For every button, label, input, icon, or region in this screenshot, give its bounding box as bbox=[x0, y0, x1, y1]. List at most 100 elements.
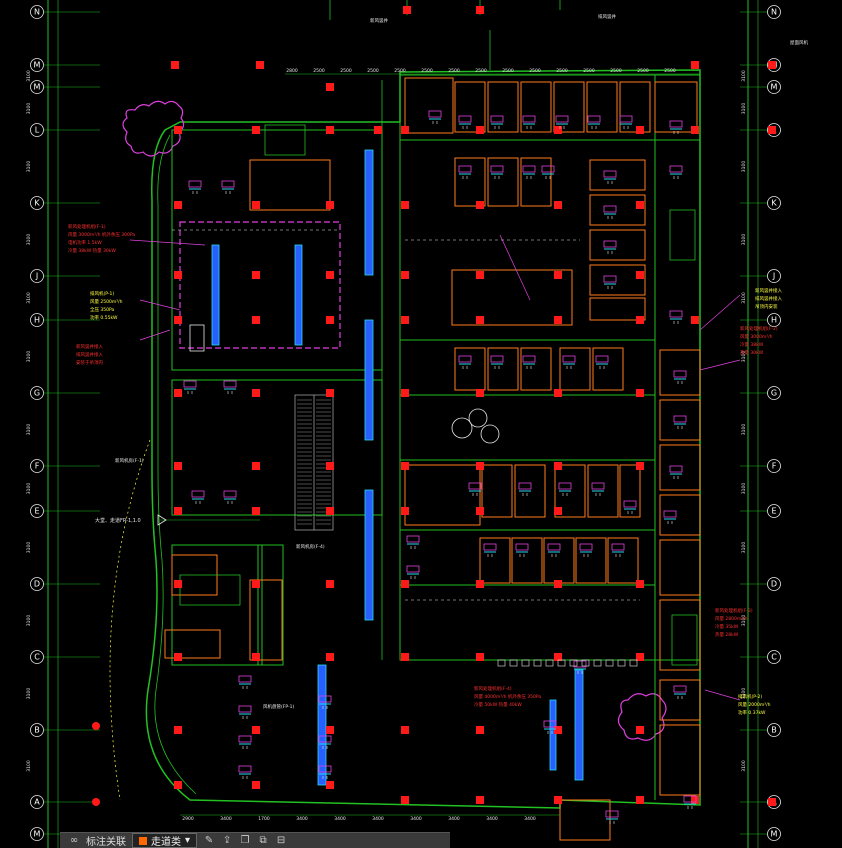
column bbox=[326, 580, 334, 588]
fcu-body bbox=[406, 565, 420, 573]
column-round bbox=[92, 722, 100, 730]
fcu-body bbox=[428, 110, 442, 118]
row-bubble-label: D bbox=[771, 580, 777, 589]
right-dim-label: 3100 bbox=[741, 615, 747, 627]
column bbox=[636, 796, 644, 804]
svg-text:冷量 50kW 热量 40kW: 冷量 50kW 热量 40kW bbox=[474, 701, 522, 708]
column bbox=[326, 201, 334, 209]
column bbox=[326, 726, 334, 734]
layer-name: 走道类 bbox=[151, 837, 181, 848]
column bbox=[174, 726, 182, 734]
bottom-dim-label: 3400 bbox=[296, 816, 308, 822]
fan-coil-unit bbox=[406, 535, 420, 549]
fan-coil-unit bbox=[669, 120, 683, 134]
column bbox=[691, 796, 699, 804]
fan-coil-unit bbox=[547, 543, 561, 557]
column bbox=[476, 389, 484, 397]
column bbox=[401, 462, 409, 470]
layers-icon[interactable]: ❐ bbox=[240, 835, 250, 846]
top-dim-label: 2500 bbox=[313, 68, 325, 74]
fan-coil-unit bbox=[515, 543, 529, 557]
column bbox=[636, 653, 644, 661]
diffuser bbox=[629, 659, 638, 667]
fan-coil-unit bbox=[543, 720, 557, 734]
right-dim-label: 3100 bbox=[741, 688, 747, 700]
diffuser bbox=[557, 659, 566, 667]
top-dim-label: 2500 bbox=[610, 68, 622, 74]
fan-coil-unit bbox=[238, 675, 252, 689]
toolbar-item-annotation[interactable]: 标注关联 bbox=[86, 837, 126, 848]
svg-text:新风处理机组(F-4): 新风处理机组(F-4) bbox=[474, 685, 512, 692]
layer-dropdown[interactable]: 走道类 ▾ bbox=[132, 833, 198, 848]
fcu-body bbox=[603, 275, 617, 283]
entrance-arrow bbox=[157, 514, 167, 526]
fcu-body bbox=[318, 765, 332, 773]
column bbox=[252, 201, 260, 209]
note-right-red-2: 新风处理机组(F-3) 风量 2800m³/h 冷量 35kW 热量 28kW bbox=[715, 607, 753, 638]
fcu-body bbox=[595, 355, 609, 363]
column bbox=[326, 389, 334, 397]
top-dim-label: 2500 bbox=[583, 68, 595, 74]
glasses-icon[interactable]: ∞ bbox=[69, 835, 79, 846]
fcu-body bbox=[483, 543, 497, 551]
right-dim-label: 3100 bbox=[741, 70, 747, 82]
layer-toolbar[interactable]: ∞ 标注关联 走道类 ▾ ✎ ⇪ ❐ ⧉ ⊟ bbox=[60, 832, 450, 848]
left-dim-label: 3100 bbox=[26, 103, 32, 115]
fcu-body bbox=[611, 543, 625, 551]
right-dim-label: 3100 bbox=[741, 483, 747, 495]
top-dim-label: 2500 bbox=[340, 68, 352, 74]
pencil-icon[interactable]: ✎ bbox=[204, 835, 214, 846]
column bbox=[636, 580, 644, 588]
fcu-body bbox=[490, 165, 504, 173]
svg-text:排风竖井接入: 排风竖井接入 bbox=[755, 295, 782, 302]
fcu-body bbox=[490, 355, 504, 363]
fcu-body bbox=[673, 685, 687, 693]
column bbox=[554, 271, 562, 279]
label-top-1: 新风竖井 bbox=[370, 17, 388, 24]
svg-text:风量 2000m³/h: 风量 2000m³/h bbox=[738, 701, 771, 708]
column bbox=[554, 507, 562, 515]
diffuser bbox=[593, 659, 602, 667]
column bbox=[768, 61, 776, 69]
left-dim-label: 3100 bbox=[26, 351, 32, 363]
top-dim-label: 2500 bbox=[502, 68, 514, 74]
row-bubble bbox=[767, 5, 781, 19]
fcu-body bbox=[558, 482, 572, 490]
fan-coil-unit bbox=[238, 705, 252, 719]
row-bubble-label: N bbox=[34, 8, 40, 17]
column bbox=[476, 126, 484, 134]
fan-coil-unit bbox=[223, 380, 237, 394]
svg-text:安装于吊顶内: 安装于吊顶内 bbox=[76, 359, 103, 366]
column bbox=[636, 462, 644, 470]
row-bubble-label: F bbox=[772, 462, 777, 471]
fan-coil-unit bbox=[573, 660, 587, 674]
lock-icon[interactable]: ⊟ bbox=[276, 835, 286, 846]
column bbox=[401, 126, 409, 134]
row-bubble bbox=[30, 196, 44, 210]
copy-icon[interactable]: ⧉ bbox=[259, 835, 267, 846]
fan-coil-unit bbox=[458, 115, 472, 129]
column bbox=[174, 389, 182, 397]
column bbox=[326, 271, 334, 279]
diffuser bbox=[533, 659, 542, 667]
fcu-body bbox=[669, 310, 683, 318]
column bbox=[476, 653, 484, 661]
note-right-red: 新风处理机组(F-2) 风量 3000m³/h 冷量 38kW 热量 30kW bbox=[740, 325, 778, 356]
fcu-body bbox=[623, 500, 637, 508]
revision-cloud-1 bbox=[122, 100, 185, 157]
svg-text:热量 30kW: 热量 30kW bbox=[740, 349, 764, 356]
row-bubble bbox=[767, 459, 781, 473]
fcu-body bbox=[522, 115, 536, 123]
fcu-body bbox=[603, 170, 617, 178]
column bbox=[174, 126, 182, 134]
fan-coil-unit bbox=[458, 355, 472, 369]
fcu-body bbox=[683, 795, 697, 803]
row-bubble-label: G bbox=[771, 389, 777, 398]
fan-coil-unit bbox=[558, 482, 572, 496]
svg-text:冷量 35kW: 冷量 35kW bbox=[715, 623, 739, 630]
top-dim-label: 2500 bbox=[529, 68, 541, 74]
upload-icon[interactable]: ⇪ bbox=[222, 835, 232, 846]
bottom-dim-label: 3400 bbox=[334, 816, 346, 822]
fan-coil-unit bbox=[683, 795, 697, 809]
